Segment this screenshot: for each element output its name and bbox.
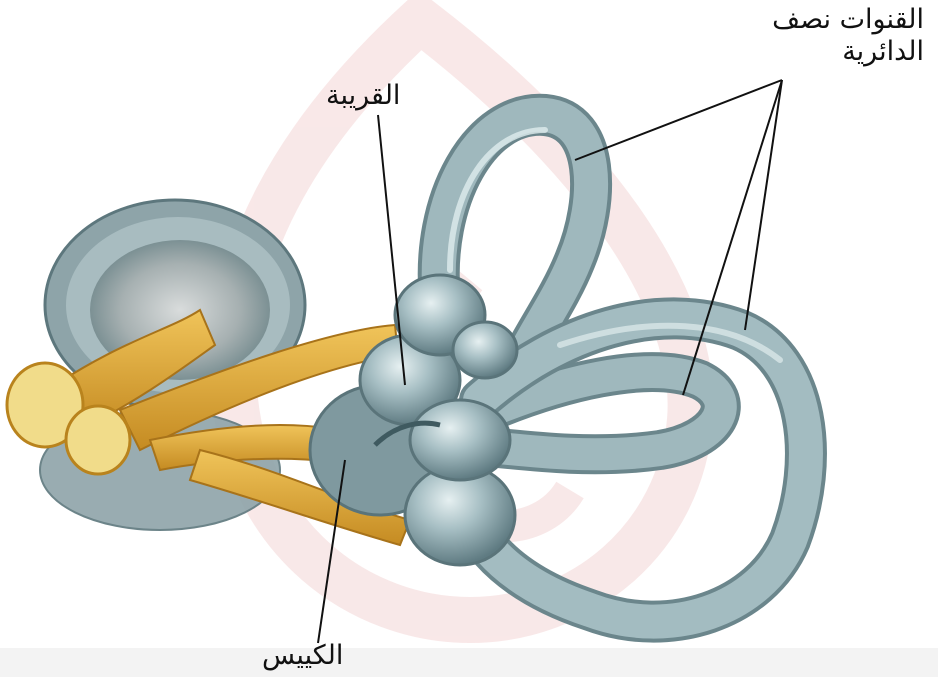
label-semicircular-canals-line2: الدائرية	[724, 36, 924, 68]
leader-line-canals-3	[745, 80, 782, 330]
label-utricle: القريبة	[326, 80, 400, 112]
label-semicircular-canals-line1: القنوات نصف	[724, 4, 924, 36]
leader-line-canals-1	[575, 80, 782, 160]
label-semicircular-canals: القنوات نصف الدائرية	[724, 4, 924, 69]
label-saccule: الكييس	[262, 640, 343, 672]
